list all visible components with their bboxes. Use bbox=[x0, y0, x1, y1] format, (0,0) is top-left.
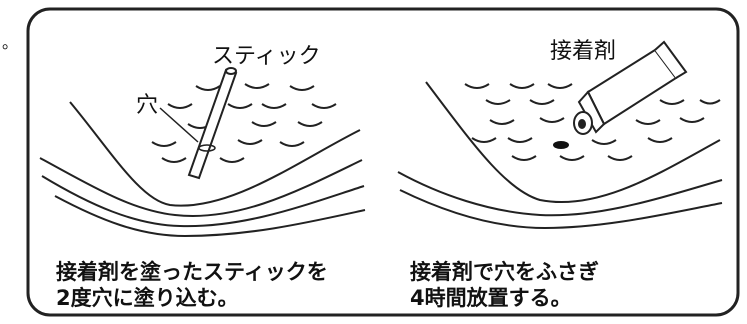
surface-curve bbox=[69, 101, 361, 207]
wave-pattern bbox=[151, 83, 337, 163]
wave-pattern bbox=[464, 83, 721, 161]
glue-label: 接着剤 bbox=[550, 39, 616, 64]
hole-label: 穴 bbox=[136, 93, 158, 118]
surface-curve bbox=[41, 175, 365, 228]
stick-label: スティック bbox=[212, 44, 321, 69]
hole-leader-line bbox=[159, 107, 199, 143]
surface-curve bbox=[425, 81, 721, 204]
stick bbox=[187, 67, 238, 180]
left-illustration: スティック 穴 bbox=[39, 44, 366, 238]
left-caption-line2: 2度穴に塗り込む。 bbox=[56, 286, 239, 310]
stray-mark: 。 bbox=[2, 33, 18, 52]
surface-curve bbox=[399, 189, 723, 230]
surface-curve bbox=[397, 171, 723, 217]
hole-ring bbox=[198, 144, 216, 152]
panel-frame bbox=[26, 7, 740, 317]
right-caption-line2: 4時間放置する。 bbox=[410, 286, 572, 310]
surface-curve bbox=[39, 157, 363, 217]
glue-tube bbox=[573, 40, 688, 135]
glue-spot bbox=[553, 141, 569, 149]
right-illustration: 接着剤 bbox=[397, 39, 723, 230]
surface-curve bbox=[54, 195, 366, 238]
right-caption-line1: 接着剤で穴をふさぎ bbox=[410, 260, 599, 284]
left-caption-line1: 接着剤を塗ったスティックを bbox=[56, 260, 328, 284]
